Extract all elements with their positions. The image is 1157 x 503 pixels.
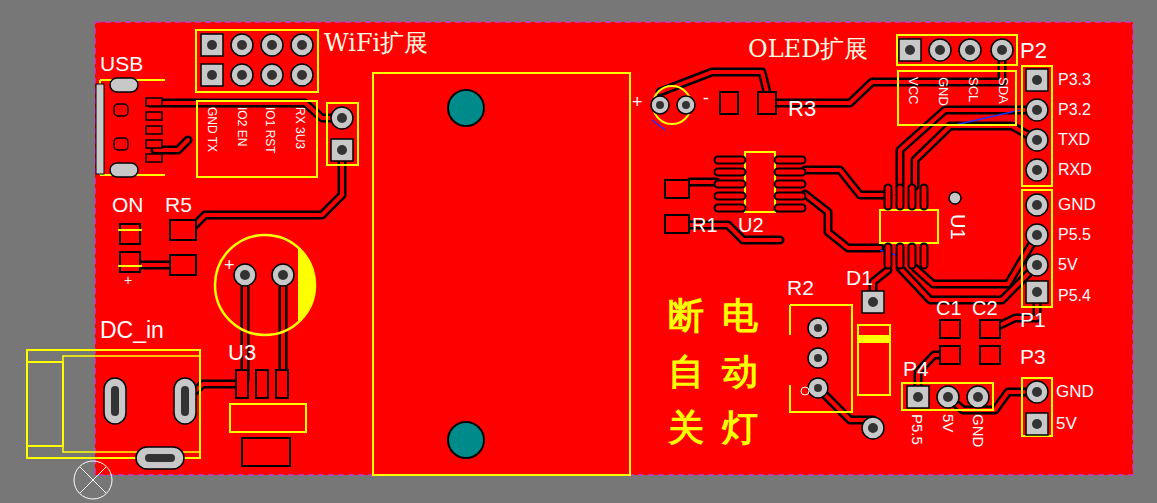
slogan-text: 断电 自动 关灯	[668, 288, 787, 455]
diode	[858, 291, 890, 439]
silkscreen-label: +	[124, 272, 132, 288]
wifi-header	[196, 30, 318, 92]
silkscreen-label: C2	[972, 297, 998, 320]
oled-header	[897, 35, 1017, 65]
p2-header	[1022, 66, 1052, 307]
oled-pin-outline: VCC GND SCL SDA	[897, 70, 1017, 126]
u2-chip	[718, 152, 802, 212]
silkscreen-label: U1	[946, 214, 969, 240]
silkscreen-label: +	[632, 92, 643, 113]
pin-label: RX 3U3	[292, 107, 306, 149]
regulator	[230, 370, 306, 466]
silkscreen-label: D1	[846, 266, 873, 290]
pin-label: GND TX	[204, 107, 218, 152]
led-outline	[118, 230, 142, 266]
pin-label: SDA	[995, 77, 1010, 104]
silkscreen-label: +	[224, 255, 235, 276]
silkscreen-label: RXD	[1058, 161, 1092, 179]
silkscreen-label: P1	[1020, 308, 1046, 332]
silkscreen-label: 5V	[1058, 256, 1078, 274]
silkscreen-label: P5.4	[1058, 287, 1091, 305]
silkscreen-label: P5.5	[909, 414, 926, 445]
trace-copper	[135, 52, 1037, 420]
power-header	[327, 103, 358, 165]
silkscreen-label: 5V	[1056, 414, 1077, 434]
silkscreen-label: WiFi扩展	[324, 30, 428, 58]
pin-label: SCL	[965, 77, 980, 102]
usb-connector	[96, 78, 165, 177]
silkscreen-label: R1	[692, 214, 718, 237]
p4-header	[902, 383, 993, 410]
silkscreen-label: P4	[903, 357, 929, 381]
capacitor-symbol	[215, 235, 316, 335]
p3-header	[1022, 378, 1052, 436]
pin-label: IO2 EN	[234, 107, 248, 146]
silkscreen-label: -	[703, 88, 709, 109]
wifi-module-outline: GND TX IO2 EN IO1 RST RX 3U3	[196, 100, 318, 178]
board-edge	[95, 22, 1133, 475]
silkscreen-label: P3.3	[1058, 71, 1091, 89]
board	[95, 22, 1133, 475]
silkscreen-label: C1	[936, 297, 962, 320]
dc-jack	[27, 350, 200, 499]
silkscreen-label: GND	[1058, 195, 1096, 215]
silkscreen-label: U3	[228, 340, 256, 365]
silkscreen-label: GND	[970, 414, 987, 447]
silkscreen-label: DC_in	[100, 317, 164, 343]
silkscreen-label: P2	[1020, 38, 1047, 63]
silkscreen-label: U2	[738, 214, 764, 237]
pin-label: IO1 RST	[262, 107, 276, 154]
led-symbol	[651, 86, 695, 124]
pin-label: GND	[935, 77, 950, 106]
silkscreen-label: P3.2	[1058, 101, 1091, 119]
silkscreen-label: P3	[1020, 345, 1046, 369]
bottom-traces	[652, 110, 1020, 258]
silkscreen-label: 5V	[940, 414, 957, 432]
trace-clearance	[135, 52, 1037, 420]
silkscreen-label: GND	[1056, 382, 1094, 402]
silkscreen-label: ON	[112, 193, 144, 217]
relay	[373, 73, 630, 475]
silkscreen-label: OLED扩展	[748, 36, 868, 64]
silkscreen-label: R5	[165, 193, 192, 217]
pin-label: VCC	[905, 77, 920, 104]
silkscreen-label: R2	[787, 276, 814, 300]
silkscreen-label: TXD	[1058, 131, 1090, 149]
silkscreen-label: R3	[788, 96, 816, 121]
silkscreen-label: P5.5	[1058, 226, 1091, 244]
trimmer	[790, 305, 852, 412]
silkscreen-label: USB	[100, 52, 143, 76]
